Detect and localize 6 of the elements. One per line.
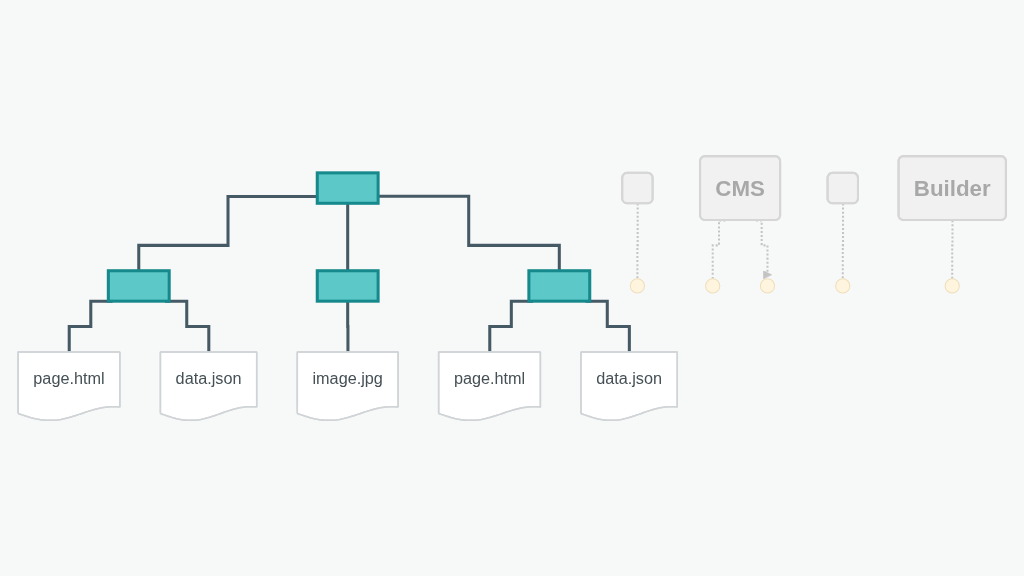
node-folder — [315, 171, 380, 205]
folder-tree-diagram: page.html data.json image.jpg page.html data.json CMS Builder — [10, 147, 1014, 429]
connector — [951, 219, 954, 280]
node-folder — [106, 269, 171, 303]
node-folder — [315, 269, 380, 303]
node-folder — [527, 269, 592, 303]
